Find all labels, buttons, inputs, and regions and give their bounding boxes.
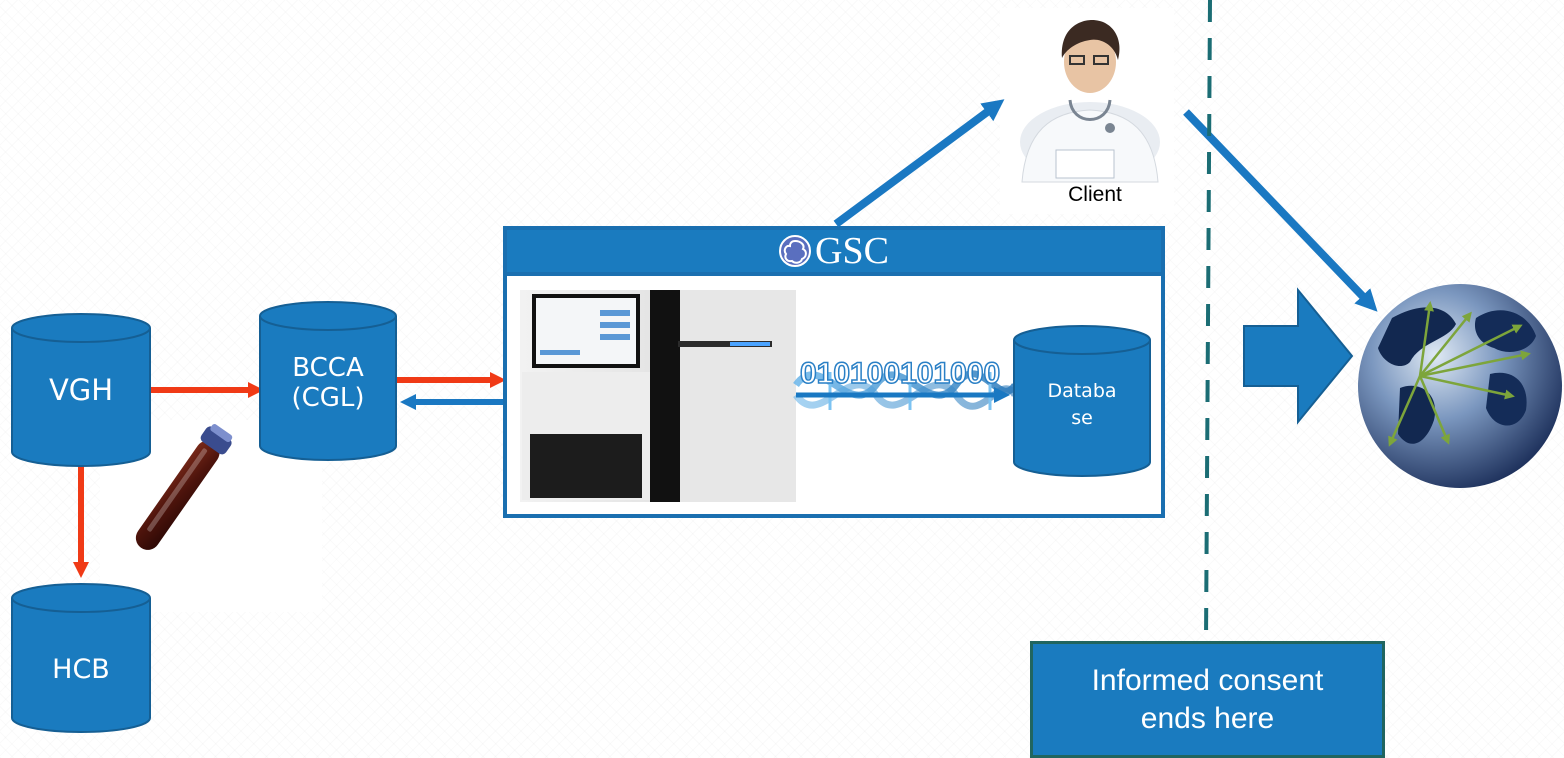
gsc-title-text: GSC xyxy=(815,230,889,272)
sequencer-machine-icon xyxy=(520,290,796,502)
consent-boundary-line xyxy=(1204,0,1212,642)
bcca-database-node xyxy=(259,301,397,461)
vgh-label: VGH xyxy=(48,373,114,407)
arrow-client-to-world xyxy=(1183,109,1378,312)
globe-icon xyxy=(1358,284,1562,488)
vgh-database-node xyxy=(11,313,151,467)
arrow-gsc-to-client xyxy=(833,99,1005,228)
gsc-header xyxy=(503,226,1165,276)
client-label: Client xyxy=(1068,183,1122,206)
blood-tube-icon xyxy=(135,424,233,550)
block-arrow-to-world xyxy=(1243,287,1354,425)
bcca-label: BCCA (CGL) xyxy=(291,353,365,413)
gsc-title: GSC xyxy=(505,228,1163,274)
database-node xyxy=(1013,325,1151,477)
informed-consent-box: Informed consent ends here xyxy=(1030,641,1385,758)
doctor-photo-icon xyxy=(1020,20,1160,183)
binary-text: 010100101000 xyxy=(800,357,1000,390)
gsc-logo-icon xyxy=(779,235,812,267)
hcb-label: HCB xyxy=(52,653,110,685)
database-label: Databa se xyxy=(1047,380,1117,429)
hcb-database-node xyxy=(11,583,151,733)
